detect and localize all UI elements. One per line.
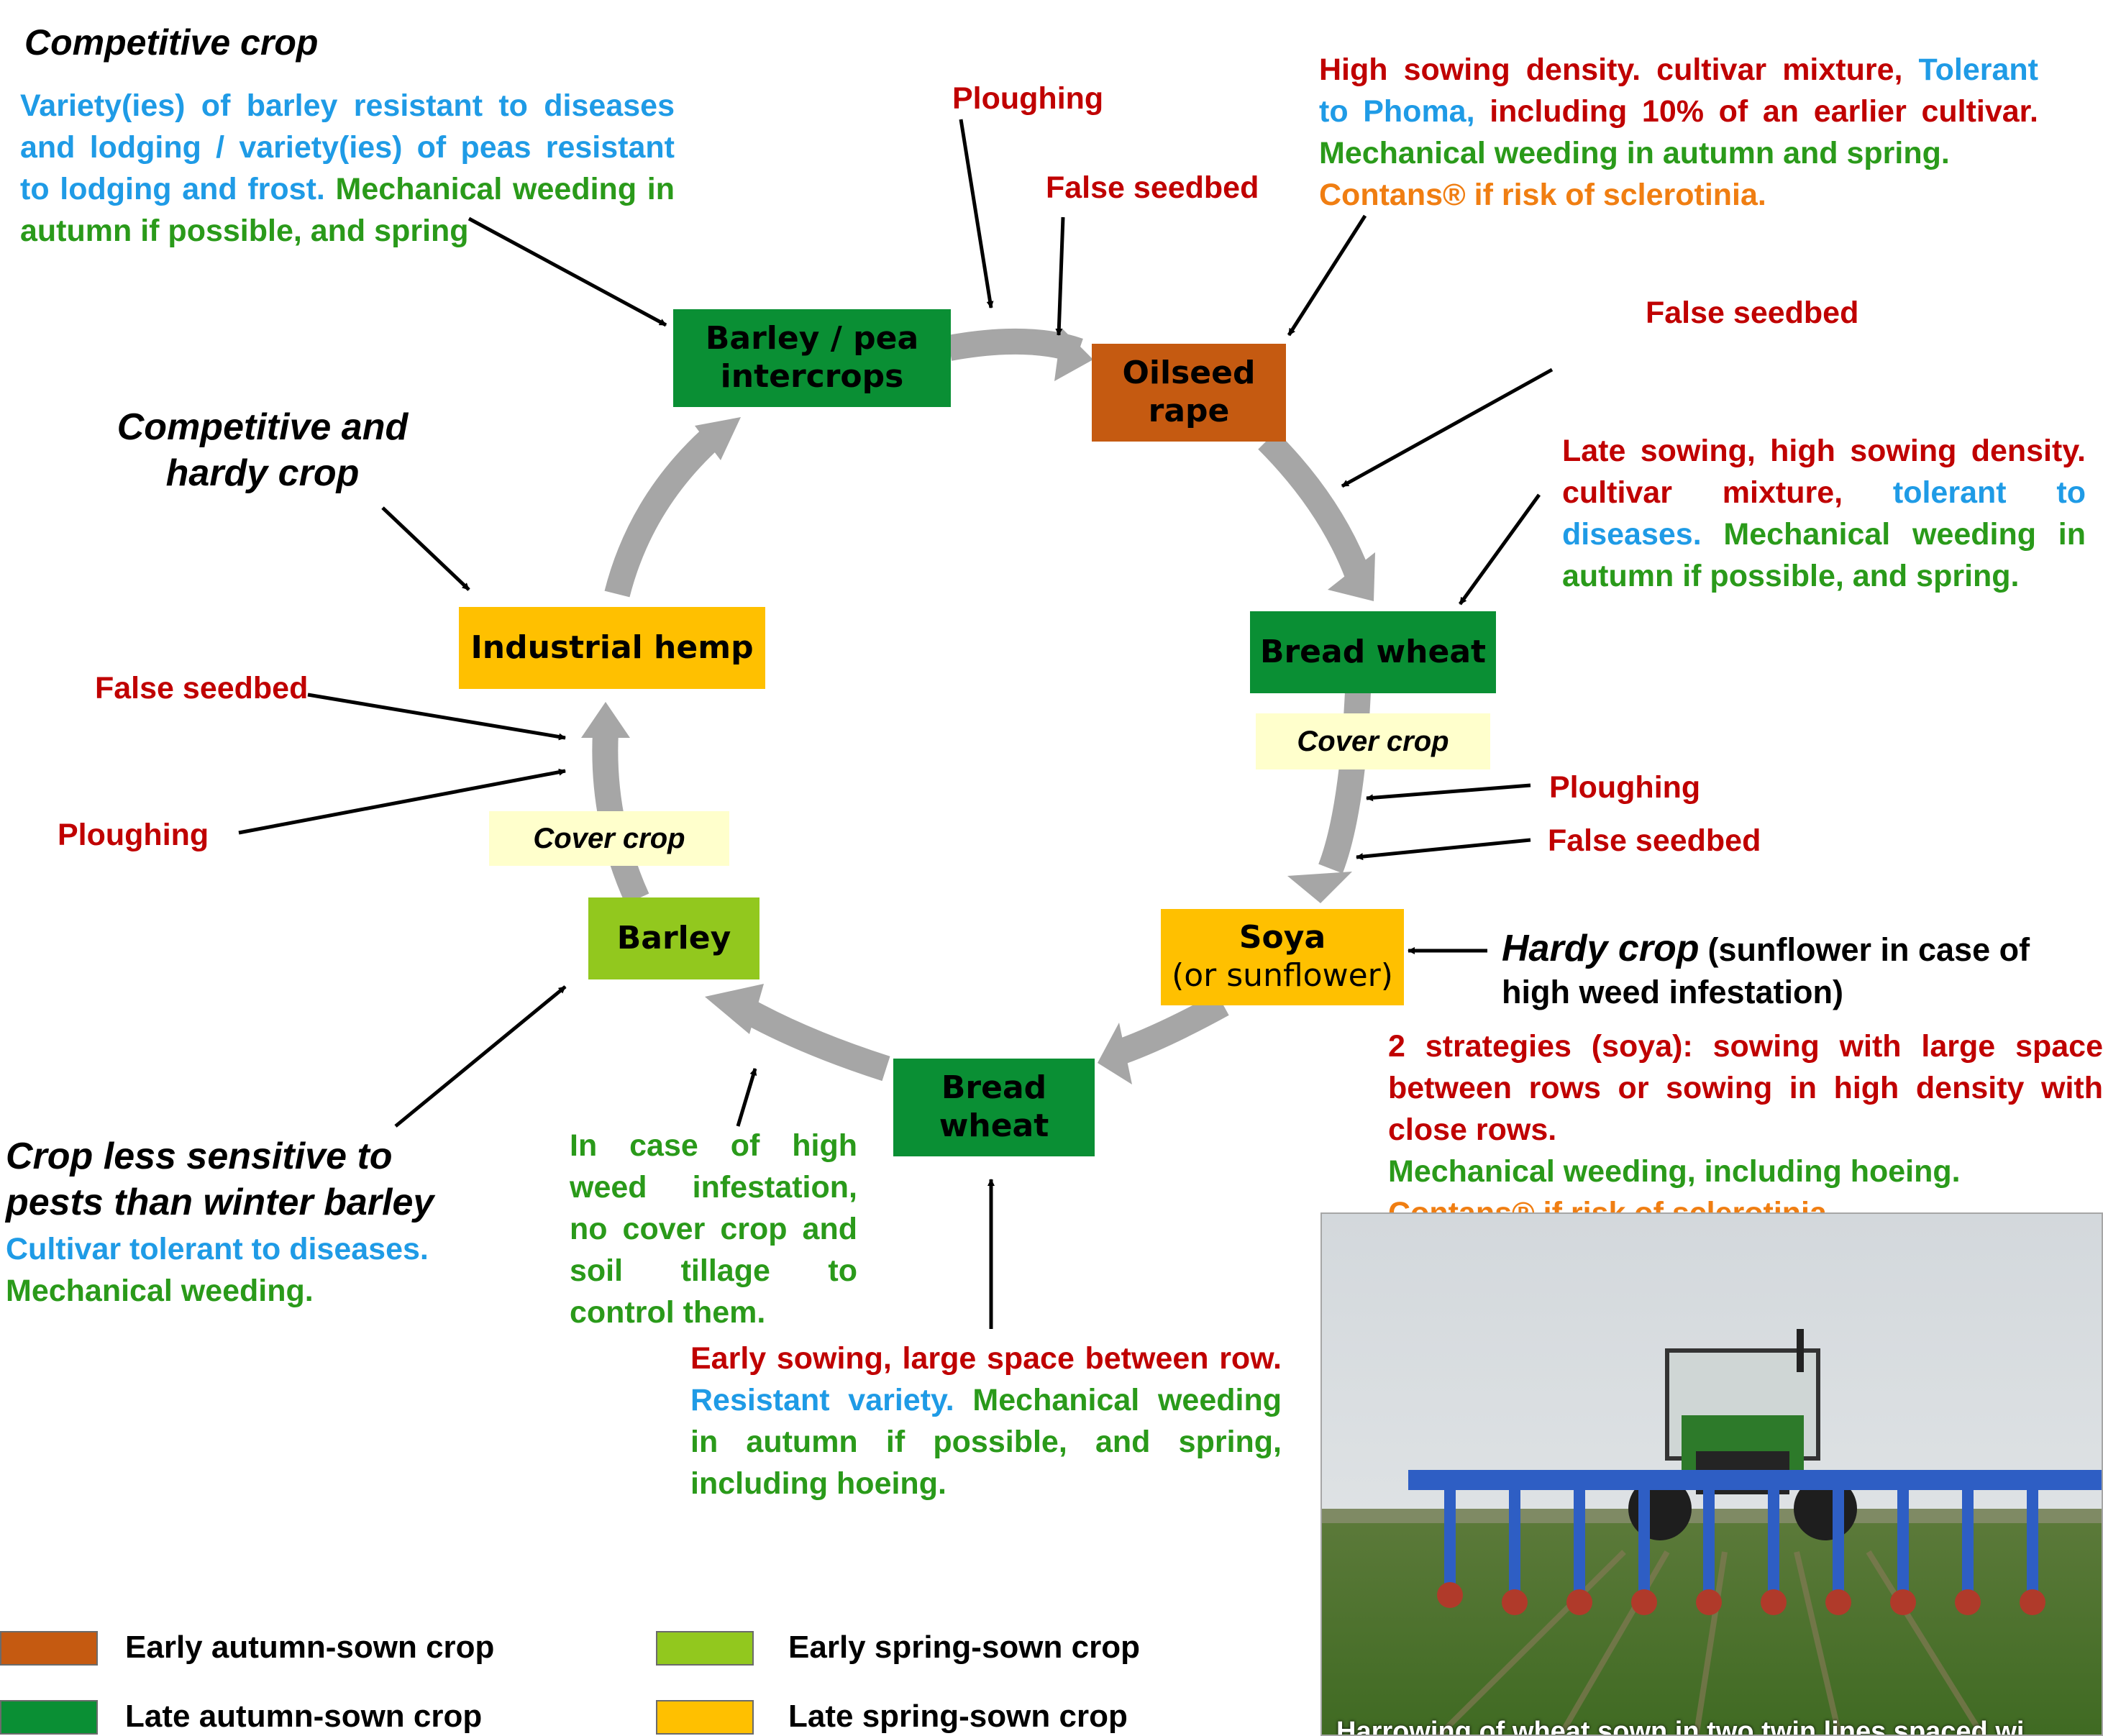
crop-oilseed-rape-label: Oilseed rape <box>1122 355 1256 429</box>
cycle-arrow-barley-to-hemp <box>581 702 649 905</box>
crop-barley-label: Barley <box>616 919 731 956</box>
note-rape-density: High sowing density. cultivar mixture, <box>1319 52 1903 87</box>
crop-soya-label: Soya <box>1238 919 1326 956</box>
crop-barley-pea-intercrops: Barley / pea intercrops <box>673 309 951 407</box>
note-barley-pea-varieties: Variety(ies) of barley resistant to dise… <box>20 88 675 206</box>
soya-sunflower-note: (sunflower in case of high weed infestat… <box>1502 931 2030 1010</box>
legend-label-early-autumn: Early autumn-sown crop <box>125 1630 495 1665</box>
note-wheat-tolerance: tolerant to diseases. <box>1562 475 2086 552</box>
pointer-false-seedbed-left <box>307 693 566 741</box>
legend-swatch-early-spring <box>656 1631 754 1666</box>
legend-label-early-spring: Early spring-sown crop <box>788 1630 1140 1665</box>
soya-hardy-crop: Hardy crop <box>1502 928 1700 969</box>
pointer-barley-note <box>394 985 567 1128</box>
cover-crop-after-barley: Cover crop <box>489 811 729 866</box>
note-barley-pea-weeding: Mechanical weeding in autumn if possible… <box>20 172 675 248</box>
pointer-false-seedbed-right2 <box>1356 838 1531 861</box>
note-bread-wheat-2: Early sowing, large space between row. R… <box>690 1338 1282 1504</box>
photo-harrowing-wheat: Harrowing of wheat sown in two twin line… <box>1320 1212 2103 1736</box>
cover-crop-after-wheat-label: Cover crop <box>1297 725 1449 757</box>
title-competitive-hardy-crop: Competitive and hardy crop <box>117 406 409 494</box>
crop-industrial-hemp-label: Industrial hemp <box>470 629 754 666</box>
pointer-false-seedbed-top <box>1055 216 1065 336</box>
note-cover-crop-weeds: In case of high weed infestation, no cov… <box>570 1128 857 1330</box>
note-barley-pea: Variety(ies) of barley resistant to dise… <box>20 85 675 252</box>
pointer-ploughing-right <box>1366 783 1531 802</box>
pointer-false-seedbed-right <box>1341 367 1554 488</box>
label-ploughing-top: Ploughing <box>952 81 1104 116</box>
pointer-hemp-note <box>381 506 470 591</box>
crop-bread-wheat-2: Bread wheat <box>893 1059 1095 1156</box>
note-wheat2-weeding: Mechanical weeding in autumn if possible… <box>690 1383 1282 1501</box>
cover-crop-after-wheat: Cover crop <box>1256 713 1490 769</box>
note-wheat2-variety: Resistant variety. <box>690 1383 954 1417</box>
pointer-rape-note <box>1287 214 1367 337</box>
label-ploughing-left: Ploughing <box>58 818 209 852</box>
cycle-arrow-barley-to-rape <box>946 328 1093 381</box>
pointer-ploughing-top <box>959 119 994 309</box>
crop-bread-wheat-2-label: Bread wheat <box>939 1069 1049 1144</box>
crop-barley: Barley <box>588 897 759 979</box>
legend-swatch-late-spring <box>656 1700 754 1735</box>
note-rape-contans: Contans® if risk of sclerotinia. <box>1319 178 1766 212</box>
note-rape-cultivar: including 10% of an earlier cultivar. <box>1490 94 2038 129</box>
photo-caption: Harrowing of wheat sown in two twin line… <box>1336 1717 2025 1736</box>
note-barley: Cultivar tolerant to diseases. Mechanica… <box>6 1228 432 1312</box>
note-wheat-sowing: Late sowing, high sowing density. cultiv… <box>1562 434 2086 510</box>
photo-illustration <box>1322 1214 2102 1735</box>
crop-industrial-hemp: Industrial hemp <box>459 607 765 689</box>
cycle-arrow-soya-to-wheat2 <box>1098 992 1229 1084</box>
annotation-pointer-arrows <box>238 119 1554 1329</box>
note-rape-tolerance: Tolerant to Phoma, <box>1319 52 2038 129</box>
title-competitive-crop: Competitive crop <box>24 22 319 63</box>
crop-bread-wheat-1-label: Bread wheat <box>1259 633 1487 670</box>
legend-label-late-autumn: Late autumn-sown crop <box>125 1699 483 1734</box>
note-soya-weeding: Mechanical weeding, including hoeing. <box>1388 1154 1961 1189</box>
crop-barley-pea-label: Barley / pea intercrops <box>705 320 919 395</box>
note-soya-strategies: 2 strategies (soya): sowing with large s… <box>1388 1029 2103 1147</box>
title-crop-less-sensitive: Crop less sensitive to pests than winter… <box>6 1136 434 1223</box>
pointer-wheat-note <box>1458 493 1541 606</box>
label-false-seedbed-right: False seedbed <box>1646 296 1859 330</box>
cycle-arrow-rape-to-wheat <box>1258 431 1375 601</box>
note-bread-wheat: Late sowing, high sowing density. cultiv… <box>1562 430 2086 597</box>
legend-label-late-spring: Late spring-sown crop <box>788 1699 1128 1734</box>
note-wheat-weeding: Mechanical weeding in autumn if possible… <box>1562 517 2086 593</box>
label-false-seedbed-right2: False seedbed <box>1548 823 1761 858</box>
crop-soya-sub-label: (or sunflower) <box>1172 957 1393 994</box>
note-soya: 2 strategies (soya): sowing with large s… <box>1388 1025 2103 1234</box>
cover-crop-after-barley-label: Cover crop <box>533 822 685 854</box>
note-oilseed-rape: High sowing density. cultivar mixture, T… <box>1319 49 2038 216</box>
pointer-ploughing-left <box>238 768 566 835</box>
label-false-seedbed-left: False seedbed <box>95 671 309 705</box>
legend-swatch-late-autumn <box>0 1700 98 1735</box>
label-false-seedbed-top: False seedbed <box>1046 170 1259 205</box>
note-rape-weeding: Mechanical weeding in autumn and spring. <box>1319 136 1950 170</box>
crop-bread-wheat-1: Bread wheat <box>1250 611 1496 693</box>
pointer-top-left-note <box>467 216 667 327</box>
cycle-arrow-hemp-to-barley-pea <box>604 417 741 598</box>
note-barley-weeding: Mechanical weeding. <box>6 1274 314 1308</box>
note-wheat2-sowing: Early sowing, large space between row. <box>690 1341 1282 1376</box>
note-soya-title: Hardy crop (sunflower in case of high we… <box>1502 928 2091 1014</box>
crop-oilseed-rape: Oilseed rape <box>1092 344 1286 442</box>
crop-soya: Soya (or sunflower) <box>1161 909 1404 1005</box>
cycle-arrow-wheat2-to-barley <box>705 984 890 1082</box>
label-ploughing-right: Ploughing <box>1549 770 1701 805</box>
legend-swatch-early-autumn <box>0 1631 98 1666</box>
note-barley-cultivar: Cultivar tolerant to diseases. <box>6 1232 429 1266</box>
pointer-cover-note <box>736 1068 757 1127</box>
